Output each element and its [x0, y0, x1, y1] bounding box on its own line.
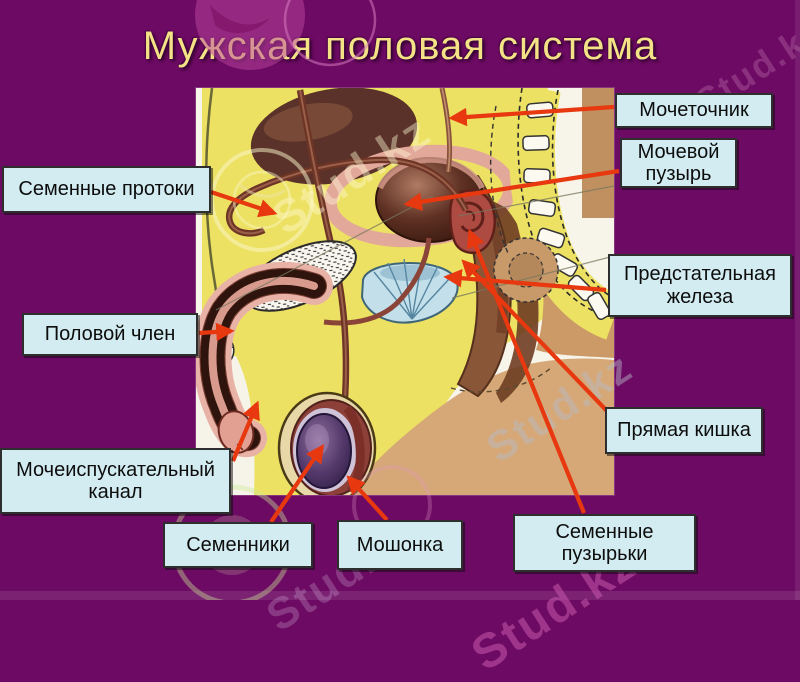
label-urethra: Мочеиспускательный канал	[0, 448, 231, 514]
label-seminal-ducts: Семенные протоки	[2, 166, 211, 213]
label-penis: Половой член	[22, 313, 198, 356]
prostate-shape	[360, 258, 459, 324]
slide-title: Мужская половая система	[142, 24, 658, 68]
label-rectum: Прямая кишка	[605, 407, 763, 454]
slide-edge-right	[795, 0, 800, 600]
label-testes: Семенники	[163, 522, 313, 568]
scrotum-testis-shape	[277, 391, 377, 495]
label-seminal-vesicles: Семенные пузырьки	[513, 514, 696, 572]
label-scrotum: Мошонка	[337, 520, 463, 570]
urethra-shape	[323, 237, 432, 326]
label-ureter: Мочеточник	[615, 93, 773, 128]
label-prostate: Предстательная железа	[608, 254, 792, 317]
slide-edge-bottom	[0, 591, 800, 600]
ureter-shape	[439, 88, 453, 173]
label-bladder: Мочевой пузырь	[620, 138, 737, 188]
